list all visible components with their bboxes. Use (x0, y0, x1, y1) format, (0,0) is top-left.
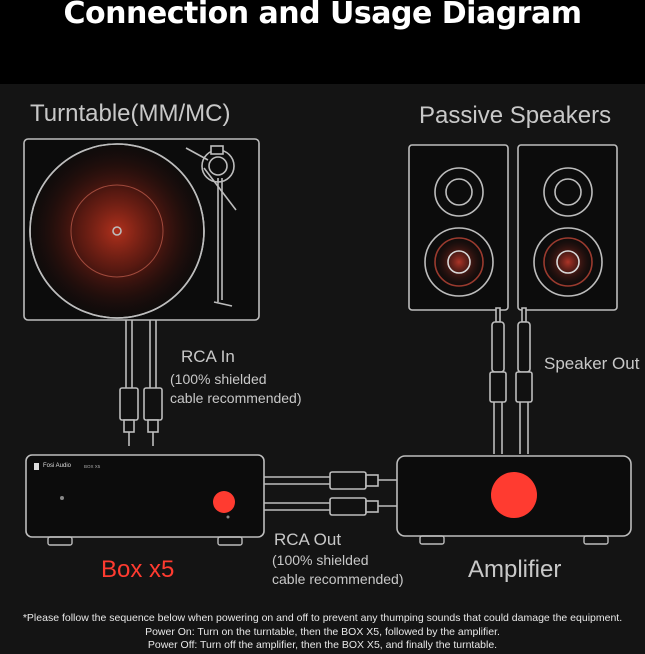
rca-in-note-1: (100% shielded (170, 371, 267, 387)
indicator-light-icon (60, 496, 64, 500)
box-power-knob[interactable] (213, 491, 235, 513)
rca-out-note-2: cable recommended) (272, 571, 404, 587)
speaker-out-label: Speaker Out (544, 354, 640, 373)
amplifier-volume-knob[interactable] (491, 472, 537, 518)
turntable-label: Turntable(MM/MC) (30, 100, 231, 127)
left-speaker (408, 144, 509, 311)
speakers-label: Passive Speakers (419, 102, 612, 129)
rca-in-cable (119, 320, 163, 446)
header-band: Connection and Usage Diagram (0, 0, 645, 84)
rca-out-note-1: (100% shielded (272, 552, 369, 568)
turntable (23, 138, 260, 321)
rca-out-label: RCA Out (274, 530, 342, 549)
right-speaker (517, 144, 618, 311)
brand-logo-icon (34, 463, 39, 470)
rca-in-label: RCA In (181, 347, 235, 366)
rca-out-cable (264, 471, 398, 516)
page-title: Connection and Usage Diagram (63, 0, 582, 31)
speaker-out-cable (489, 307, 533, 454)
note-power-on: Power On: Turn on the turntable, then th… (145, 625, 500, 638)
note-power-off: Power Off: Turn off the amplifier, then … (147, 639, 498, 651)
power-sequence-notes: *Please follow the sequence below when p… (0, 612, 645, 653)
box-label: Box x5 (101, 556, 175, 583)
note-warning: *Please follow the sequence below when p… (22, 612, 623, 624)
box-x5-device (25, 454, 265, 546)
amplifier-device (396, 455, 632, 545)
amplifier-label: Amplifier (468, 556, 562, 583)
device-brand-text: Fosi Audio (43, 463, 72, 469)
rca-in-note-2: cable recommended) (170, 390, 302, 406)
device-model-text: BOX X5 (84, 464, 101, 469)
